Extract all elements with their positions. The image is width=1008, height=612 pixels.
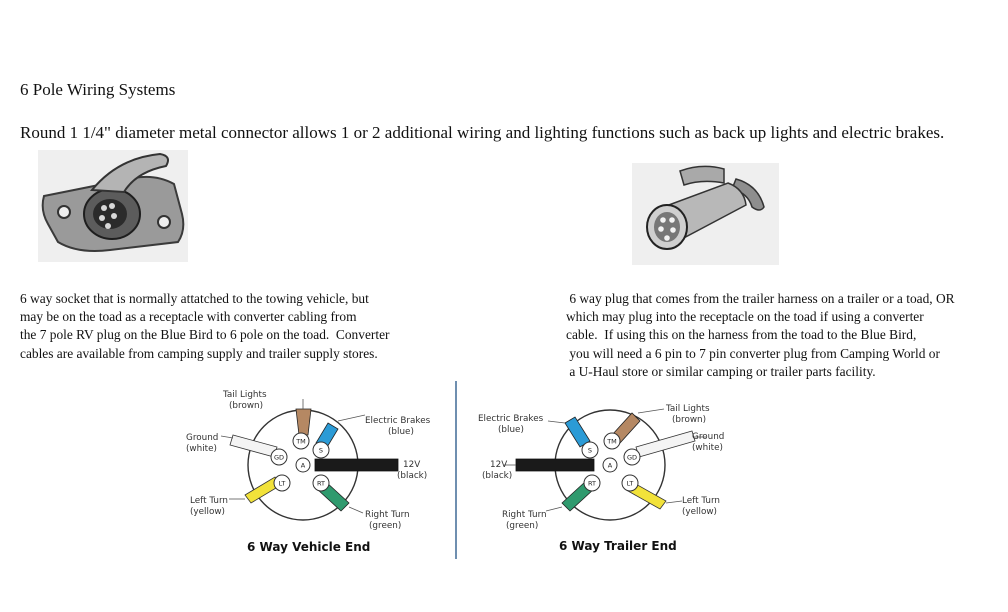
leader-line [547,420,566,424]
label-12v-color: (black) [397,471,427,481]
pin-a: A [295,457,311,473]
label-electric-brakes: Electric Brakes [478,414,544,424]
label-left-turn: Left Turn [682,496,720,506]
label-ground-color: (white) [692,443,723,453]
plug-pin [658,226,664,232]
plug-description: 6 way plug that comes from the trailer h… [566,291,955,379]
socket-pin [109,203,115,209]
svg-text:GD: GD [274,454,284,462]
label-ground: Ground [186,433,218,443]
plug-pin [660,217,666,223]
pin-a: A [602,457,618,473]
label-left-color: (yellow) [682,507,717,517]
plug-photo [632,163,779,265]
leader-line [637,408,665,414]
label-electric-brakes: Electric Brakes [365,416,431,426]
wire-black [314,458,399,472]
svg-text:LT: LT [279,480,286,488]
svg-text:GD: GD [627,454,637,462]
plug-pin [670,227,676,233]
leader-line [665,500,683,504]
intro-text: Round 1 1/4" diameter metal connector al… [20,123,945,142]
svg-text:S: S [588,447,592,455]
trailer-end-diagram: TM S GD A RT LT Electric Brakes (blue) T… [478,404,724,553]
pin-s: S [581,441,599,459]
mount-hole [157,215,171,229]
socket-photo [38,150,188,262]
label-left-color: (yellow) [190,507,225,517]
svg-text:S: S [319,447,323,455]
label-right-turn: Right Turn [502,510,547,520]
pin-tm: TM [292,432,310,450]
svg-text:TM: TM [295,438,306,446]
socket-description: 6 way socket that is normally attatched … [20,291,390,361]
svg-text:LT: LT [627,480,634,488]
socket-lid [89,152,169,194]
svg-text:RT: RT [588,480,596,488]
wire-brown [295,408,312,436]
pin-tm: TM [603,432,621,450]
trailer-end-caption: 6 Way Trailer End [559,539,677,553]
label-left-turn: Left Turn [190,496,228,506]
label-right-color: (green) [369,521,401,531]
label-tail-lights: Tail Lights [665,404,710,414]
pin-gd: GD [270,448,288,466]
label-right-color: (green) [506,521,538,531]
diagram-divider [455,381,457,559]
socket-pin [111,213,117,219]
leader-line [337,414,366,422]
mount-hole [57,205,71,219]
label-12v: 12V [403,460,420,470]
socket-pin [101,205,107,211]
label-tail-color: (brown) [672,415,706,425]
pin-gd: GD [623,448,641,466]
label-ground-color: (white) [186,444,217,454]
vehicle-end-caption: 6 Way Vehicle End [247,540,370,554]
leader-line [348,506,364,514]
label-tail-lights: Tail Lights [222,390,267,400]
wire-blue [564,416,591,448]
pin-lt: LT [273,474,291,492]
pin-rt: RT [312,474,330,492]
socket-pin [99,215,105,221]
label-brakes-color: (blue) [498,425,524,435]
plug-pin [664,235,670,241]
wire-black [515,458,595,472]
label-ground: Ground [692,432,724,442]
leader-line [545,506,563,512]
svg-text:RT: RT [317,480,325,488]
pin-rt: RT [583,474,601,492]
vehicle-end-diagram: TM S GD A LT RT Tail Lights (brown) Elec… [186,390,431,554]
leader-line [220,435,234,439]
label-12v: 12V [490,460,507,470]
label-brakes-color: (blue) [388,427,414,437]
plug-latch [679,165,725,186]
label-right-turn: Right Turn [365,510,410,520]
pin-s: S [312,441,330,459]
svg-text:TM: TM [606,438,617,446]
label-tail-color: (brown) [229,401,263,411]
socket-pin [105,223,111,229]
svg-text:A: A [301,462,306,470]
svg-text:A: A [608,462,613,470]
plug-pin [669,217,675,223]
pin-lt: LT [621,474,639,492]
page-title: 6 Pole Wiring Systems [20,80,176,99]
label-12v-color: (black) [482,471,512,481]
